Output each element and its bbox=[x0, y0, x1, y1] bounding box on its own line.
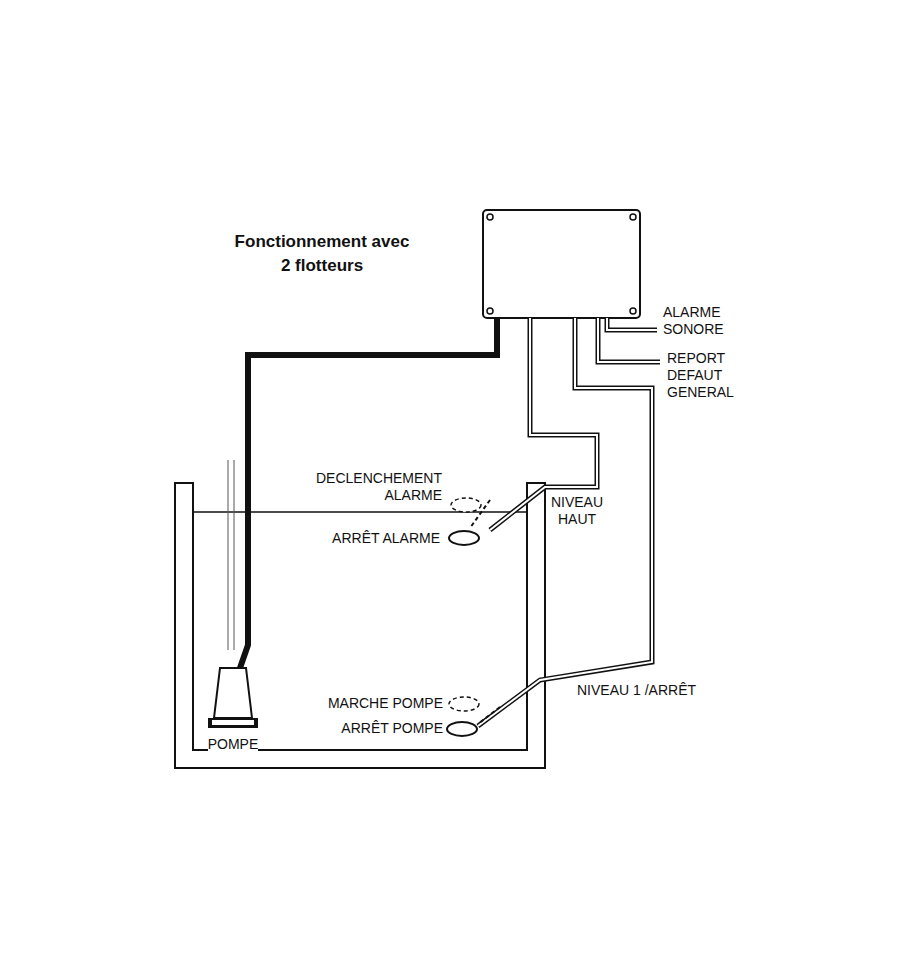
fault-wire bbox=[598, 318, 660, 362]
alarm-wire bbox=[607, 318, 657, 330]
pump-base bbox=[208, 718, 258, 728]
label-text: MARCHE POMPE bbox=[328, 695, 443, 711]
part-label: ARRÊT ALARME bbox=[290, 530, 440, 547]
float-high-down bbox=[449, 531, 479, 545]
part-label: REPORT DEFAUT GENERAL bbox=[667, 350, 747, 401]
float-cable-low-core bbox=[478, 318, 652, 726]
float-cable-low bbox=[478, 318, 652, 726]
label-text: REPORT DEFAUT GENERAL bbox=[667, 350, 734, 400]
fault-wire-core bbox=[598, 318, 660, 362]
float-low-up bbox=[449, 697, 479, 711]
box-screws bbox=[487, 214, 636, 314]
part-label: NIVEAU 1 /ARRÊT bbox=[577, 682, 727, 699]
part-label: ALARME SONORE bbox=[663, 304, 738, 338]
pump-cable bbox=[240, 318, 497, 668]
water-level bbox=[193, 511, 527, 513]
part-label: ARRÊT POMPE bbox=[290, 720, 443, 737]
label-text: POMPE bbox=[208, 736, 259, 752]
diagram-title: Fonctionnement avec 2 flotteurs bbox=[232, 230, 412, 278]
float-swing bbox=[478, 707, 500, 724]
tank bbox=[175, 483, 545, 768]
pump-body bbox=[214, 668, 252, 718]
float-low-down bbox=[447, 722, 477, 736]
label-text: NIVEAU HAUT bbox=[551, 494, 603, 527]
control-box bbox=[483, 210, 640, 318]
part-label: NIVEAU HAUT bbox=[547, 494, 607, 528]
label-text: NIVEAU 1 /ARRÊT bbox=[577, 682, 696, 698]
part-label: DECLENCHEMENT ALARME bbox=[290, 470, 442, 504]
label-text: ALARME SONORE bbox=[663, 304, 724, 337]
label-text: DECLENCHEMENT ALARME bbox=[316, 470, 442, 503]
pump-base-slot bbox=[212, 720, 254, 725]
discharge-pipe bbox=[228, 460, 234, 650]
part-label: POMPE bbox=[200, 736, 266, 753]
alarm-wire-core bbox=[607, 318, 657, 330]
float-high-up bbox=[451, 498, 481, 512]
label-text: ARRÊT POMPE bbox=[341, 720, 443, 736]
part-label: MARCHE POMPE bbox=[290, 695, 443, 712]
label-text: ARRÊT ALARME bbox=[332, 530, 440, 546]
